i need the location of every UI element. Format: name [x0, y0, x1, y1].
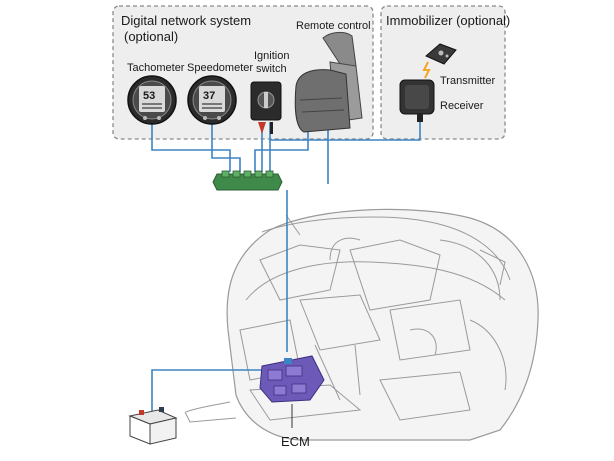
remote-control-lever [294, 31, 363, 133]
network-wiring [151, 110, 421, 412]
speedometer-screen [199, 86, 225, 112]
receiver-label: Receiver [440, 100, 484, 112]
speedometer-wire [211, 120, 241, 172]
transmitter-fob [425, 43, 457, 65]
battery-wire [151, 369, 270, 412]
tachometer-label: Tachometer [127, 62, 185, 74]
tachometer-reading: 53 [143, 90, 155, 102]
remote-control-label: Remote control [296, 20, 371, 32]
transmitter-label: Transmitter [440, 75, 496, 87]
speedometer-gauge: 37 [187, 75, 237, 125]
ecm-label: ECM [281, 434, 310, 449]
ecm-unit [259, 355, 325, 403]
speedometer-label: Speedometer [187, 62, 253, 74]
tachometer-gauge: 53 [127, 75, 177, 125]
ignition-key-icon [258, 122, 266, 134]
signal-bolt-icon [422, 61, 431, 79]
network-hub [212, 170, 283, 191]
receiver-module [399, 79, 435, 122]
speedometer-reading: 37 [203, 90, 215, 102]
tachometer-wire [151, 120, 231, 172]
battery [128, 407, 178, 445]
tachometer-screen [139, 86, 165, 112]
ignition-label-1: Ignition [254, 50, 289, 62]
digital-network-title: Digital network system [121, 13, 251, 28]
digital-network-subtitle: (optional) [124, 29, 178, 44]
ignition-label-2: switch [256, 63, 287, 75]
immobilizer-title: Immobilizer (optional) [386, 13, 510, 28]
outboard-engine [184, 208, 539, 441]
ignition-switch [250, 81, 282, 134]
